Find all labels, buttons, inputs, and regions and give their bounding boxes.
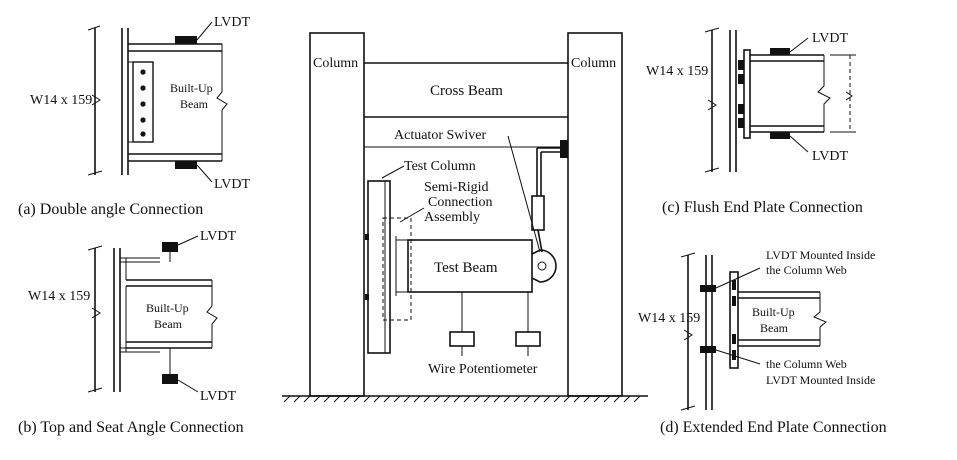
panel-d-lvdt-top-2: the Column Web: [766, 263, 847, 277]
panel-b-lvdt-bottom: LVDT: [200, 389, 236, 404]
main-potentiometer-label: Wire Potentiometer: [428, 362, 538, 377]
main-assembly-label-1: Semi-Rigid: [424, 180, 489, 195]
panel-b-caption: (b) Top and Seat Angle Connection: [18, 419, 244, 436]
panel-b-section-label: W14 x 159: [28, 289, 90, 304]
panel-d-lvdt-bottom-1: the Column Web: [766, 357, 847, 371]
panel-a-section-label: W14 x 159: [30, 93, 92, 108]
panel-a-lvdt-bottom: LVDT: [214, 177, 250, 192]
main-test-column-label: Test Column: [404, 159, 476, 174]
panel-d-caption: (d) Extended End Plate Connection: [660, 419, 887, 436]
panel-b-beam-label-1: Built-Up: [146, 301, 189, 315]
panel-c-lvdt-bottom: LVDT: [812, 149, 848, 164]
panel-c-section-label: W14 x 159: [646, 64, 708, 79]
main-cross-beam-label: Cross Beam: [430, 83, 503, 99]
panel-a-double-angle: LVDT LVDT W14 x 159 Built-Up Beam (a) Do…: [18, 15, 250, 218]
main-column-left-label: Column: [313, 56, 358, 71]
panel-d-beam-label-2: Beam: [760, 321, 789, 335]
panel-d-extended-end-plate: LVDT Mounted Inside the Column Web the C…: [638, 248, 887, 436]
main-actuator-label: Actuator Swiver: [394, 128, 486, 143]
panel-c-caption: (c) Flush End Plate Connection: [662, 199, 863, 216]
main-column-right-label: Column: [571, 56, 616, 71]
panel-c-lvdt-top: LVDT: [812, 31, 848, 46]
panel-d-lvdt-top-1: LVDT Mounted Inside: [766, 248, 875, 262]
panel-a-caption: (a) Double angle Connection: [18, 201, 203, 218]
panel-d-section-label: W14 x 159: [638, 311, 700, 326]
panel-a-beam-label-2: Beam: [180, 97, 209, 111]
panel-d-lvdt-bottom-2: LVDT Mounted Inside: [766, 373, 875, 387]
panel-b-lvdt-top: LVDT: [200, 229, 236, 244]
main-assembly-label-3: Assembly: [424, 210, 480, 225]
panel-main-test-setup: Column Column Cross Beam Actuator Swiver…: [282, 32, 648, 403]
panel-b-top-seat-angle: LVDT LVDT W14 x 159 Built-Up Beam (b) To…: [18, 229, 244, 436]
panel-c-flush-end-plate: LVDT LVDT W14 x 159 (c) Flush End Plate …: [646, 27, 863, 216]
panel-d-beam-label-1: Built-Up: [752, 305, 795, 319]
panel-a-beam-label-1: Built-Up: [170, 81, 213, 95]
panel-a-lvdt-top: LVDT: [214, 15, 250, 30]
main-assembly-label-2: Connection: [428, 195, 493, 210]
main-test-beam-label: Test Beam: [434, 260, 498, 276]
panel-b-beam-label-2: Beam: [154, 317, 183, 331]
